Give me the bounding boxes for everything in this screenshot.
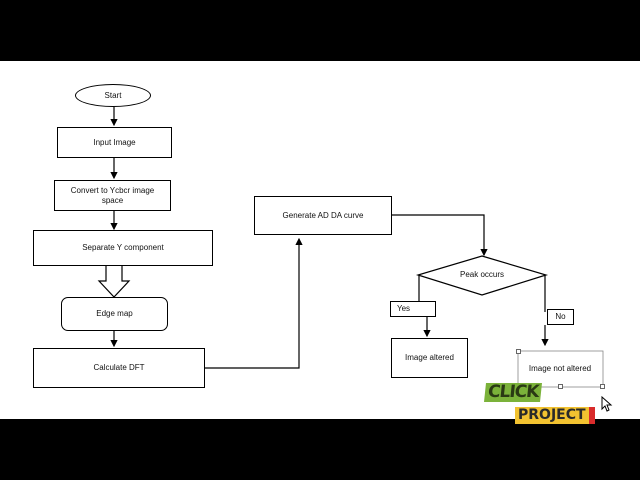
- yes-label: Yes: [397, 304, 411, 313]
- calculate-dft-node[interactable]: Calculate DFT: [33, 348, 205, 388]
- block-arrow-separate-to-edge: [97, 264, 131, 298]
- generate-curve-label: Generate AD DA curve: [282, 210, 364, 220]
- decision-peak-node[interactable]: Peak occurs: [440, 265, 524, 285]
- start-label: Start: [104, 90, 122, 100]
- image-not-altered-label: Image not altered: [528, 364, 592, 373]
- start-node[interactable]: Start: [75, 84, 151, 107]
- edge-map-label: Edge map: [96, 309, 133, 318]
- convert-ycbcr-node[interactable]: Convert to Ycbcr image space: [54, 180, 171, 211]
- connector-layer: [97, 107, 604, 388]
- decision-diamond-shape: [415, 255, 549, 296]
- logo-word-click: CLICK: [484, 382, 543, 402]
- peak-occurs-label: Peak occurs: [459, 270, 505, 279]
- no-label: No: [555, 312, 566, 321]
- no-label-box: No: [547, 309, 574, 325]
- yes-label-box: Yes: [390, 301, 436, 317]
- generate-curve-node[interactable]: Generate AD DA curve: [254, 196, 392, 235]
- mouse-pointer-icon: [601, 396, 613, 412]
- convert-label-line2: space: [101, 195, 124, 205]
- click-project-logo: CLICK PROJECT: [484, 382, 603, 427]
- resize-handle-bm[interactable]: [558, 384, 563, 389]
- edge-map-node[interactable]: Edge map: [61, 297, 168, 331]
- image-not-altered-node[interactable]: Image not altered: [520, 358, 600, 380]
- separate-y-node[interactable]: Separate Y component: [33, 230, 213, 266]
- resize-handle-tl[interactable]: [516, 349, 521, 354]
- image-altered-node[interactable]: Image altered: [391, 338, 468, 378]
- arrow-curve-to-peak: [392, 214, 488, 257]
- logo-word-project: PROJECT: [515, 407, 595, 424]
- resize-handle-br[interactable]: [600, 384, 605, 389]
- separate-y-label: Separate Y component: [82, 243, 164, 252]
- image-altered-label: Image altered: [405, 353, 454, 362]
- input-image-node[interactable]: Input Image: [57, 127, 172, 158]
- input-image-label: Input Image: [93, 137, 136, 147]
- arrow-dft-to-curve: [205, 237, 303, 369]
- diagram-canvas: Start Input Image Convert to Ycbcr image…: [0, 61, 640, 424]
- calculate-dft-label: Calculate DFT: [93, 363, 145, 372]
- convert-label-line1: Convert to Ycbcr image: [70, 185, 155, 195]
